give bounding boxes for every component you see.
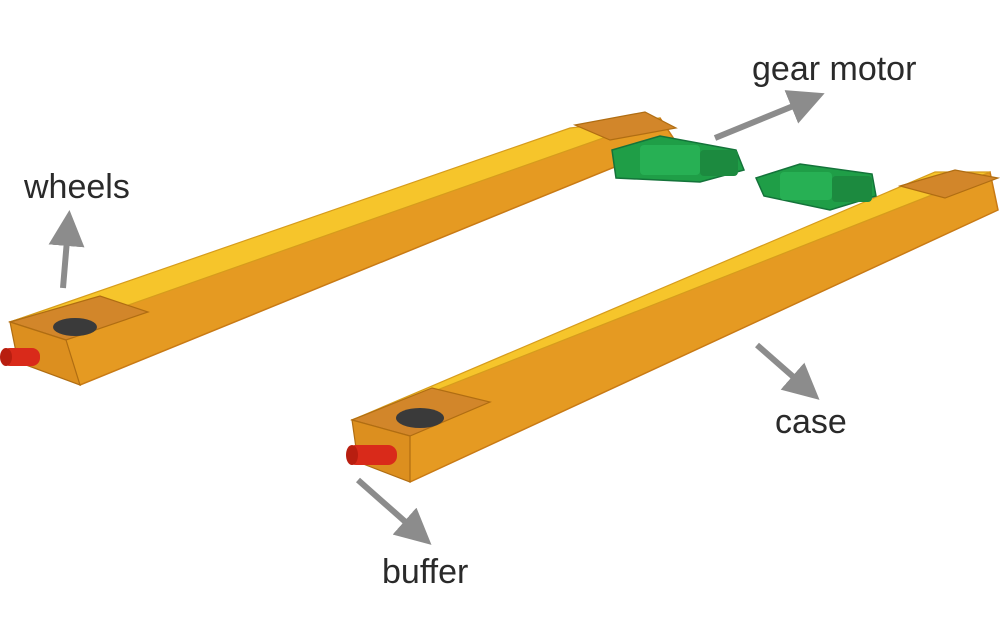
gear-motor-label: gear motor: [752, 50, 917, 88]
wheel-icon: [396, 408, 444, 428]
rear-buffer-icon: [0, 348, 40, 366]
gear-motor-right-icon: [754, 163, 877, 211]
wheels-arrow: [48, 210, 85, 289]
case-arrow: [755, 342, 820, 400]
front-buffer-icon: [346, 445, 397, 465]
front-end-beam: [350, 169, 1000, 483]
case-label: case: [775, 403, 847, 441]
buffer-label: buffer: [382, 553, 469, 591]
wheels-label: wheels: [24, 168, 130, 206]
gear-motor-left-icon: [611, 135, 746, 183]
rear-end-beam: [7, 111, 678, 386]
wheel-icon: [53, 318, 97, 336]
buffer-arrow: [356, 477, 432, 545]
gear-motor-arrow: [713, 90, 825, 141]
